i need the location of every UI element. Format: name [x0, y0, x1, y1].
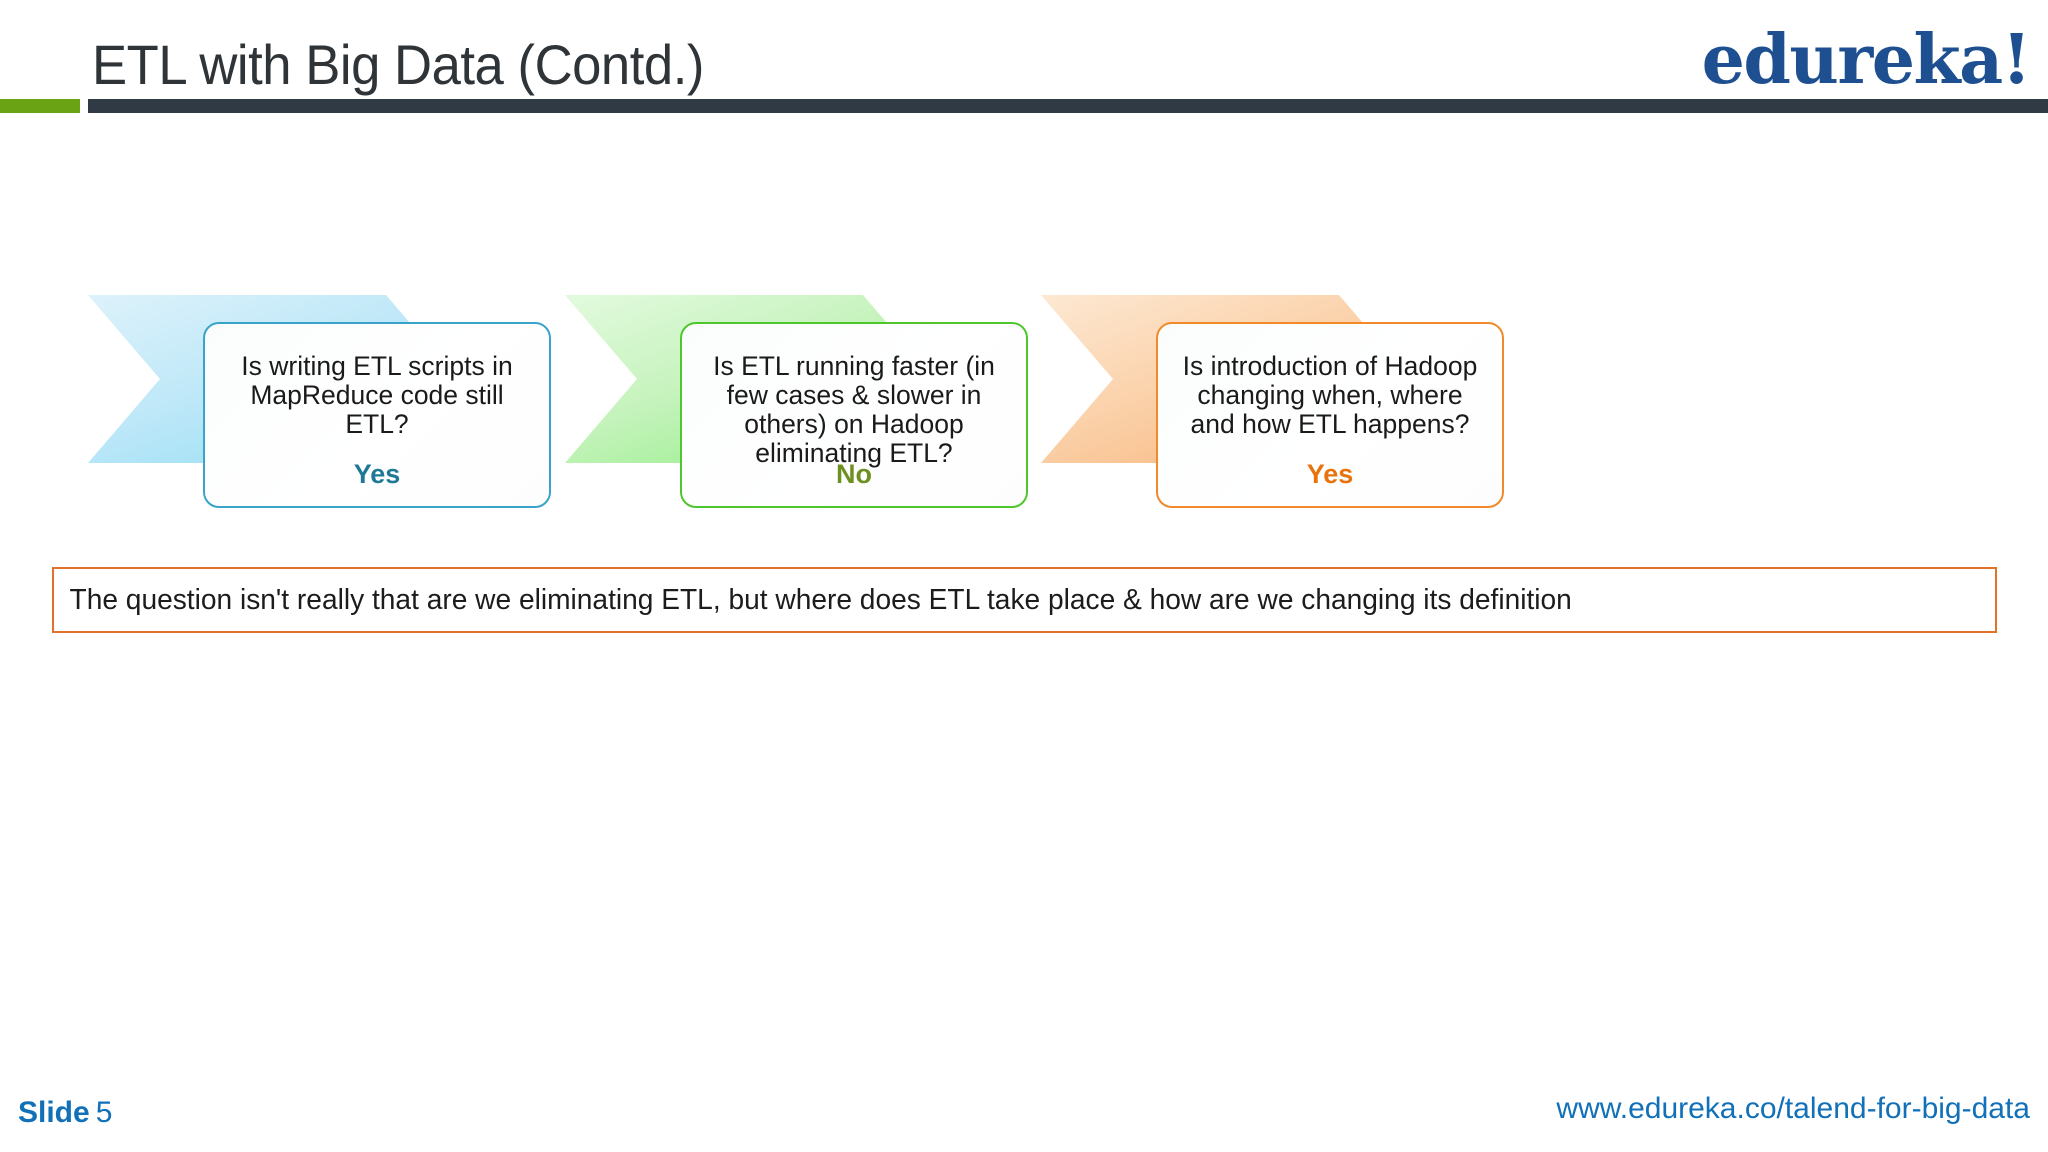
header-rule-dark-bar	[88, 99, 2048, 113]
header-rule-green-accent	[0, 99, 80, 113]
question-card: Is introduction of Hadoop changing when,…	[1156, 322, 1504, 508]
question-card: Is writing ETL scripts in MapReduce code…	[203, 322, 551, 508]
answer-label: Yes	[1306, 459, 1354, 489]
summary-banner-text: The question isn't really that are we el…	[69, 583, 1572, 616]
answer-label: No	[836, 459, 872, 489]
question-card: Is ETL running faster (in few cases & sl…	[680, 322, 1028, 508]
question-text: Is ETL running faster (in few cases & sl…	[713, 351, 995, 468]
slide-label: Slide	[18, 1096, 90, 1129]
course-url-link[interactable]: www.edureka.co/talend-for-big-data	[1556, 1092, 2030, 1125]
answer-label: Yes	[353, 459, 401, 489]
page-title: ETL with Big Data (Contd.)	[92, 33, 704, 96]
slide-number: 5	[95, 1096, 113, 1129]
summary-banner: The question isn't really that are we el…	[52, 567, 1997, 633]
edureka-logo: edureka!	[1701, 20, 2032, 100]
question-text: Is writing ETL scripts in MapReduce code…	[241, 351, 513, 439]
question-text: Is introduction of Hadoop changing when,…	[1182, 351, 1478, 439]
